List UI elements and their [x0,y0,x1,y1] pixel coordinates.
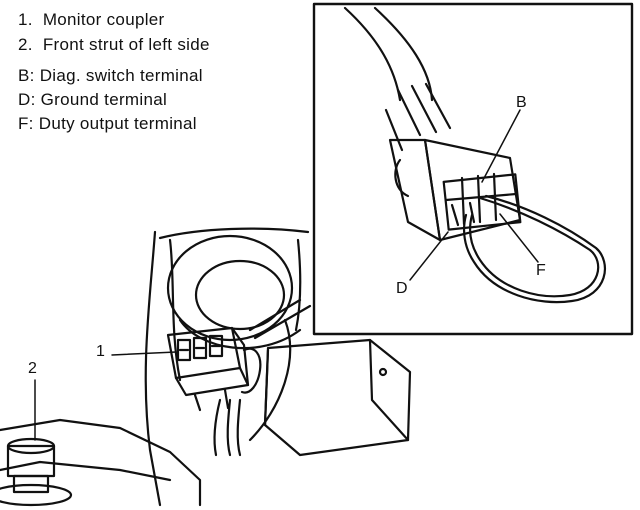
strut-tower [166,234,302,350]
callout-inset-d: D [396,280,408,297]
legend-text: Front strut of left side [42,35,210,54]
jumper-wire [463,194,606,304]
legend-text: Diag. switch terminal [39,66,203,85]
legend-key: 1. [18,10,33,29]
inset-frame [312,2,634,336]
callout-inset-b: B [516,94,527,111]
legend-terminal-b: B: Diag. switch terminal [18,66,203,86]
legend-item-1: 1. Monitor coupler [18,10,165,30]
body-panel [144,227,310,507]
callout-inset-f: F [536,262,546,279]
inset-harness [343,6,452,152]
front-strut [0,418,202,507]
relay-box [263,338,412,457]
legend-key: B: [18,66,35,85]
legend-terminal-f: F: Duty output terminal [18,114,197,134]
legend-key: 2. [18,35,33,54]
inset-coupler [388,138,522,242]
legend-text: Duty output terminal [38,114,197,133]
callout-monitor-coupler: 1 [96,343,105,360]
leader-lines [34,351,177,441]
legend-terminal-d: D: Ground terminal [18,90,167,110]
legend-text: Monitor coupler [42,10,165,29]
callout-front-strut: 2 [28,360,37,377]
monitor-coupler [166,326,262,412]
inset-leader-lines [409,109,539,281]
legend-item-2: 2. Front strut of left side [18,35,210,55]
legend-key: F: [18,114,34,133]
legend-key: D: [18,90,36,109]
legend-text: Ground terminal [40,90,168,109]
wire-harness [213,298,312,457]
